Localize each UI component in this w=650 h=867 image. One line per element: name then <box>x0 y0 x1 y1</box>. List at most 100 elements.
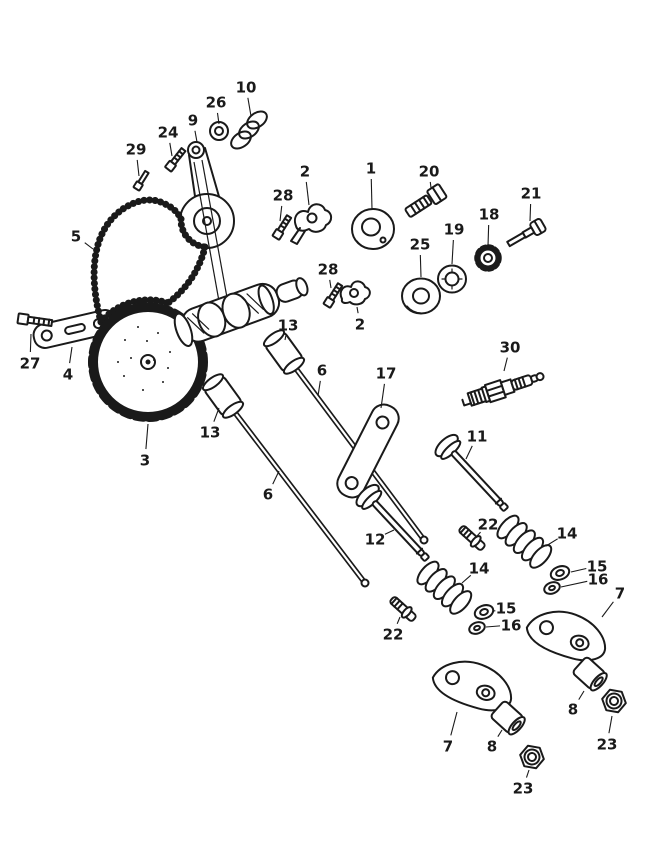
part-label-22: 22 <box>383 625 404 643</box>
chain-tensioner-arm <box>179 141 235 249</box>
part-label-7: 7 <box>443 737 453 755</box>
part-label-19: 19 <box>444 220 465 238</box>
spring-retainer-lower <box>471 601 497 623</box>
leader-line-7 <box>601 601 614 618</box>
leader-line-18 <box>487 224 490 247</box>
leader-line-11 <box>465 445 473 460</box>
cam-chain-joint-upper <box>290 203 333 245</box>
leader-line-14 <box>461 574 472 584</box>
part-label-15: 15 <box>496 599 517 617</box>
leader-line-17 <box>380 383 385 409</box>
leader-line-10 <box>247 97 252 117</box>
part-label-10: 10 <box>236 78 257 96</box>
tensioner-pivot-bolt <box>163 146 188 173</box>
leader-line-15 <box>570 567 587 573</box>
leader-line-23 <box>608 715 613 734</box>
part-label-23: 23 <box>513 779 534 797</box>
part-label-8: 8 <box>487 737 497 755</box>
part-label-27: 27 <box>20 354 41 372</box>
retainer-cotter-lower <box>466 619 488 637</box>
leader-line-29 <box>136 159 140 177</box>
part-label-15: 15 <box>587 557 608 575</box>
star-lock-washer <box>474 244 502 272</box>
leader-line-3 <box>145 423 149 450</box>
leader-line-24 <box>169 142 173 157</box>
leader-line-22 <box>396 616 401 625</box>
part-label-14: 14 <box>469 559 490 577</box>
leader-line-28 <box>329 279 332 289</box>
rocker-arm-upper <box>521 602 613 667</box>
leader-line-14 <box>545 538 558 547</box>
leader-line-20 <box>429 181 432 189</box>
leader-line-27 <box>29 333 32 353</box>
sprocket-texture <box>117 326 171 391</box>
part-label-13: 13 <box>278 316 299 334</box>
sprocket-bolt <box>404 183 448 218</box>
part-label-6: 6 <box>317 361 327 379</box>
part-label-18: 18 <box>479 205 500 223</box>
part-label-14: 14 <box>557 524 578 542</box>
camshaft <box>173 277 309 347</box>
part-label-26: 26 <box>206 93 227 111</box>
leader-line-8 <box>497 729 503 737</box>
part-label-30: 30 <box>500 338 521 356</box>
part-label-28: 28 <box>273 186 294 204</box>
leader-line-1 <box>370 178 373 210</box>
tensioner-spring <box>230 110 268 150</box>
plate-bolt <box>16 312 54 328</box>
part-label-1: 1 <box>366 159 376 177</box>
spark-plug <box>461 372 545 407</box>
part-label-5: 5 <box>71 227 81 245</box>
leader-line-12 <box>384 529 395 535</box>
leader-line-28 <box>279 205 283 222</box>
part-label-13: 13 <box>200 423 221 441</box>
tappet-cap-upper <box>570 655 611 694</box>
part-label-2: 2 <box>355 315 365 333</box>
leader-line-23 <box>525 769 530 778</box>
plain-washer <box>401 277 441 315</box>
leader-line-26 <box>216 112 220 125</box>
leader-line-2 <box>356 306 359 314</box>
part-label-29: 29 <box>126 140 147 158</box>
part-label-7: 7 <box>615 584 625 602</box>
leader-line-7 <box>450 711 458 736</box>
leader-line-16 <box>560 580 588 588</box>
part-label-11: 11 <box>467 427 488 445</box>
part-label-20: 20 <box>419 162 440 180</box>
cam-sprocket <box>88 302 208 422</box>
stopper-bolt <box>506 218 547 248</box>
valve-spring-upper <box>492 511 556 573</box>
push-rods <box>230 363 429 588</box>
tensioner-guide-lines <box>193 159 231 319</box>
part-label-4: 4 <box>63 365 73 383</box>
leader-line-4 <box>69 346 73 364</box>
leader-line-25 <box>419 254 422 278</box>
part-label-21: 21 <box>521 184 542 202</box>
tensioner-washer <box>209 121 229 141</box>
joint-bolt-upper <box>271 213 294 241</box>
leader-line-16 <box>485 625 501 628</box>
leader-line-9 <box>194 130 198 143</box>
part-label-3: 3 <box>140 451 150 469</box>
valve-spring-lower <box>412 557 476 619</box>
leader-line-6 <box>317 380 321 397</box>
leader-line-2 <box>305 181 310 206</box>
cam-chain-joint-lower <box>339 280 371 306</box>
part-label-2: 2 <box>300 162 310 180</box>
hex-nut-lower <box>517 743 547 771</box>
part-label-8: 8 <box>568 700 578 718</box>
leader-line-8 <box>578 690 585 700</box>
cam-chain <box>90 196 209 326</box>
tongued-washer <box>437 264 467 294</box>
part-label-28: 28 <box>318 260 339 278</box>
retainer-cotter-upper <box>541 579 563 597</box>
valve-stud-lower <box>386 593 420 625</box>
part-label-6: 6 <box>263 485 273 503</box>
part-label-23: 23 <box>597 735 618 753</box>
part-label-25: 25 <box>410 235 431 253</box>
valve-lower <box>351 480 439 570</box>
part-label-12: 12 <box>365 530 386 548</box>
